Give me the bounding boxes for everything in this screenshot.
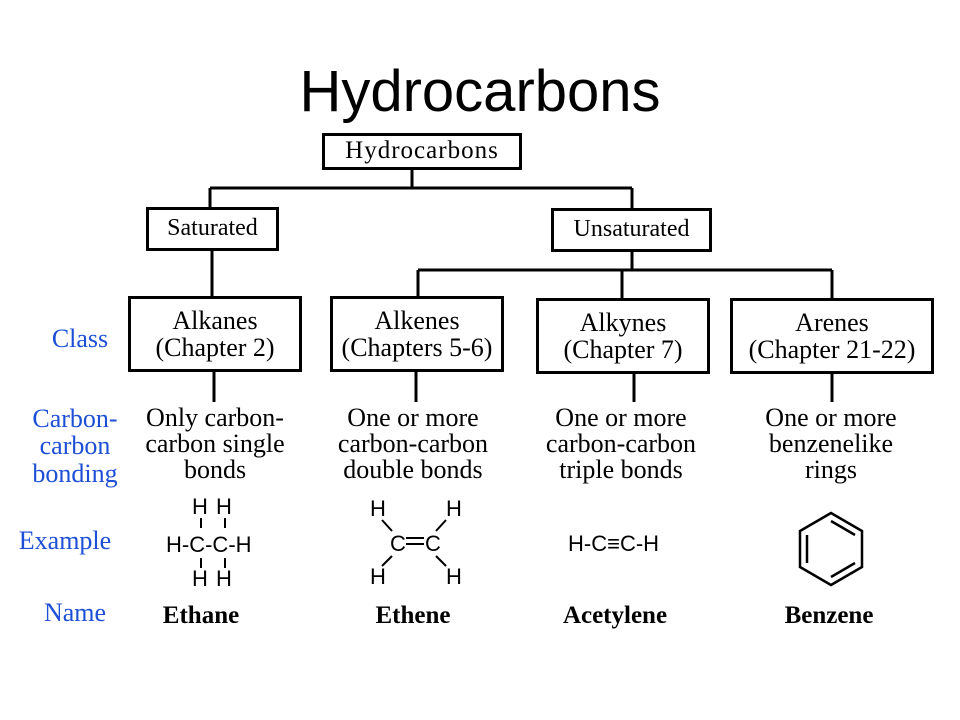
ethene-structure: H H C C H H bbox=[370, 496, 462, 589]
example-name-benzene: Benzene bbox=[784, 602, 874, 629]
class-box-alkynes: Alkynes (Chapter 7) bbox=[536, 298, 710, 374]
class-chapter: (Chapter 21-22) bbox=[748, 335, 916, 364]
benzene-ring bbox=[798, 511, 864, 587]
ethene-c-right: C bbox=[425, 531, 441, 556]
ethane-main-chain: H-C-C-H bbox=[166, 532, 252, 557]
class-name: Arenes bbox=[795, 307, 869, 337]
ethene-h-bottom-right: H bbox=[446, 564, 462, 589]
hydrocarbons-box-label: Hydrocarbons bbox=[345, 137, 499, 165]
row-label-bonding: Carbon- carbon bonding bbox=[32, 404, 118, 488]
unsaturated-box-label: Unsaturated bbox=[573, 216, 690, 243]
bonding-desc-alkanes: Only carbon- carbon single bonds bbox=[145, 403, 285, 484]
ethane-h-top-right: H bbox=[216, 494, 232, 519]
hydrocarbons-box: Hydrocarbons bbox=[322, 133, 522, 170]
class-box-alkenes: Alkenes (Chapters 5-6) bbox=[330, 296, 504, 372]
ethene-h-bottom-left: H bbox=[370, 564, 386, 589]
ethane-h-bottom-left: H bbox=[192, 566, 208, 591]
bonding-desc-arenes: One or more benzenelike rings bbox=[765, 403, 897, 484]
example-name-ethene: Ethene bbox=[375, 602, 451, 629]
ethene-c-left: C bbox=[390, 531, 406, 556]
row-label-example: Example bbox=[18, 526, 112, 555]
ethane-structure: H H H-C-C-H H H bbox=[166, 494, 252, 591]
class-chapter: (Chapters 5-6) bbox=[341, 333, 493, 362]
ethane-h-bottom-right: H bbox=[216, 566, 232, 591]
class-name: Alkanes bbox=[172, 305, 258, 335]
example-name-ethane: Ethane bbox=[162, 602, 240, 629]
row-label-class: Class bbox=[51, 324, 109, 353]
unsaturated-box: Unsaturated bbox=[551, 208, 712, 252]
ethane-h-top-left: H bbox=[192, 494, 208, 519]
bonding-desc-alkynes: One or more carbon-carbon triple bonds bbox=[545, 403, 697, 484]
class-name: Alkynes bbox=[579, 307, 667, 337]
saturated-box-label: Saturated bbox=[167, 215, 258, 242]
ethene-h-top-right: H bbox=[446, 496, 462, 521]
class-chapter: (Chapter 2) bbox=[155, 333, 275, 362]
class-name: Alkenes bbox=[374, 305, 460, 335]
page-title: Hydrocarbons bbox=[299, 59, 661, 124]
saturated-box: Saturated bbox=[146, 207, 279, 251]
bonding-desc-alkenes: One or more carbon-carbon double bonds bbox=[337, 403, 489, 484]
example-name-acetylene: Acetylene bbox=[562, 602, 668, 629]
acetylene-formula: H-C≡C-H bbox=[568, 531, 659, 556]
row-label-name: Name bbox=[43, 598, 107, 627]
ethene-h-top-left: H bbox=[370, 496, 386, 521]
class-box-alkanes: Alkanes (Chapter 2) bbox=[128, 296, 302, 372]
class-chapter: (Chapter 7) bbox=[563, 335, 683, 364]
class-box-arenes: Arenes (Chapter 21-22) bbox=[730, 298, 934, 374]
